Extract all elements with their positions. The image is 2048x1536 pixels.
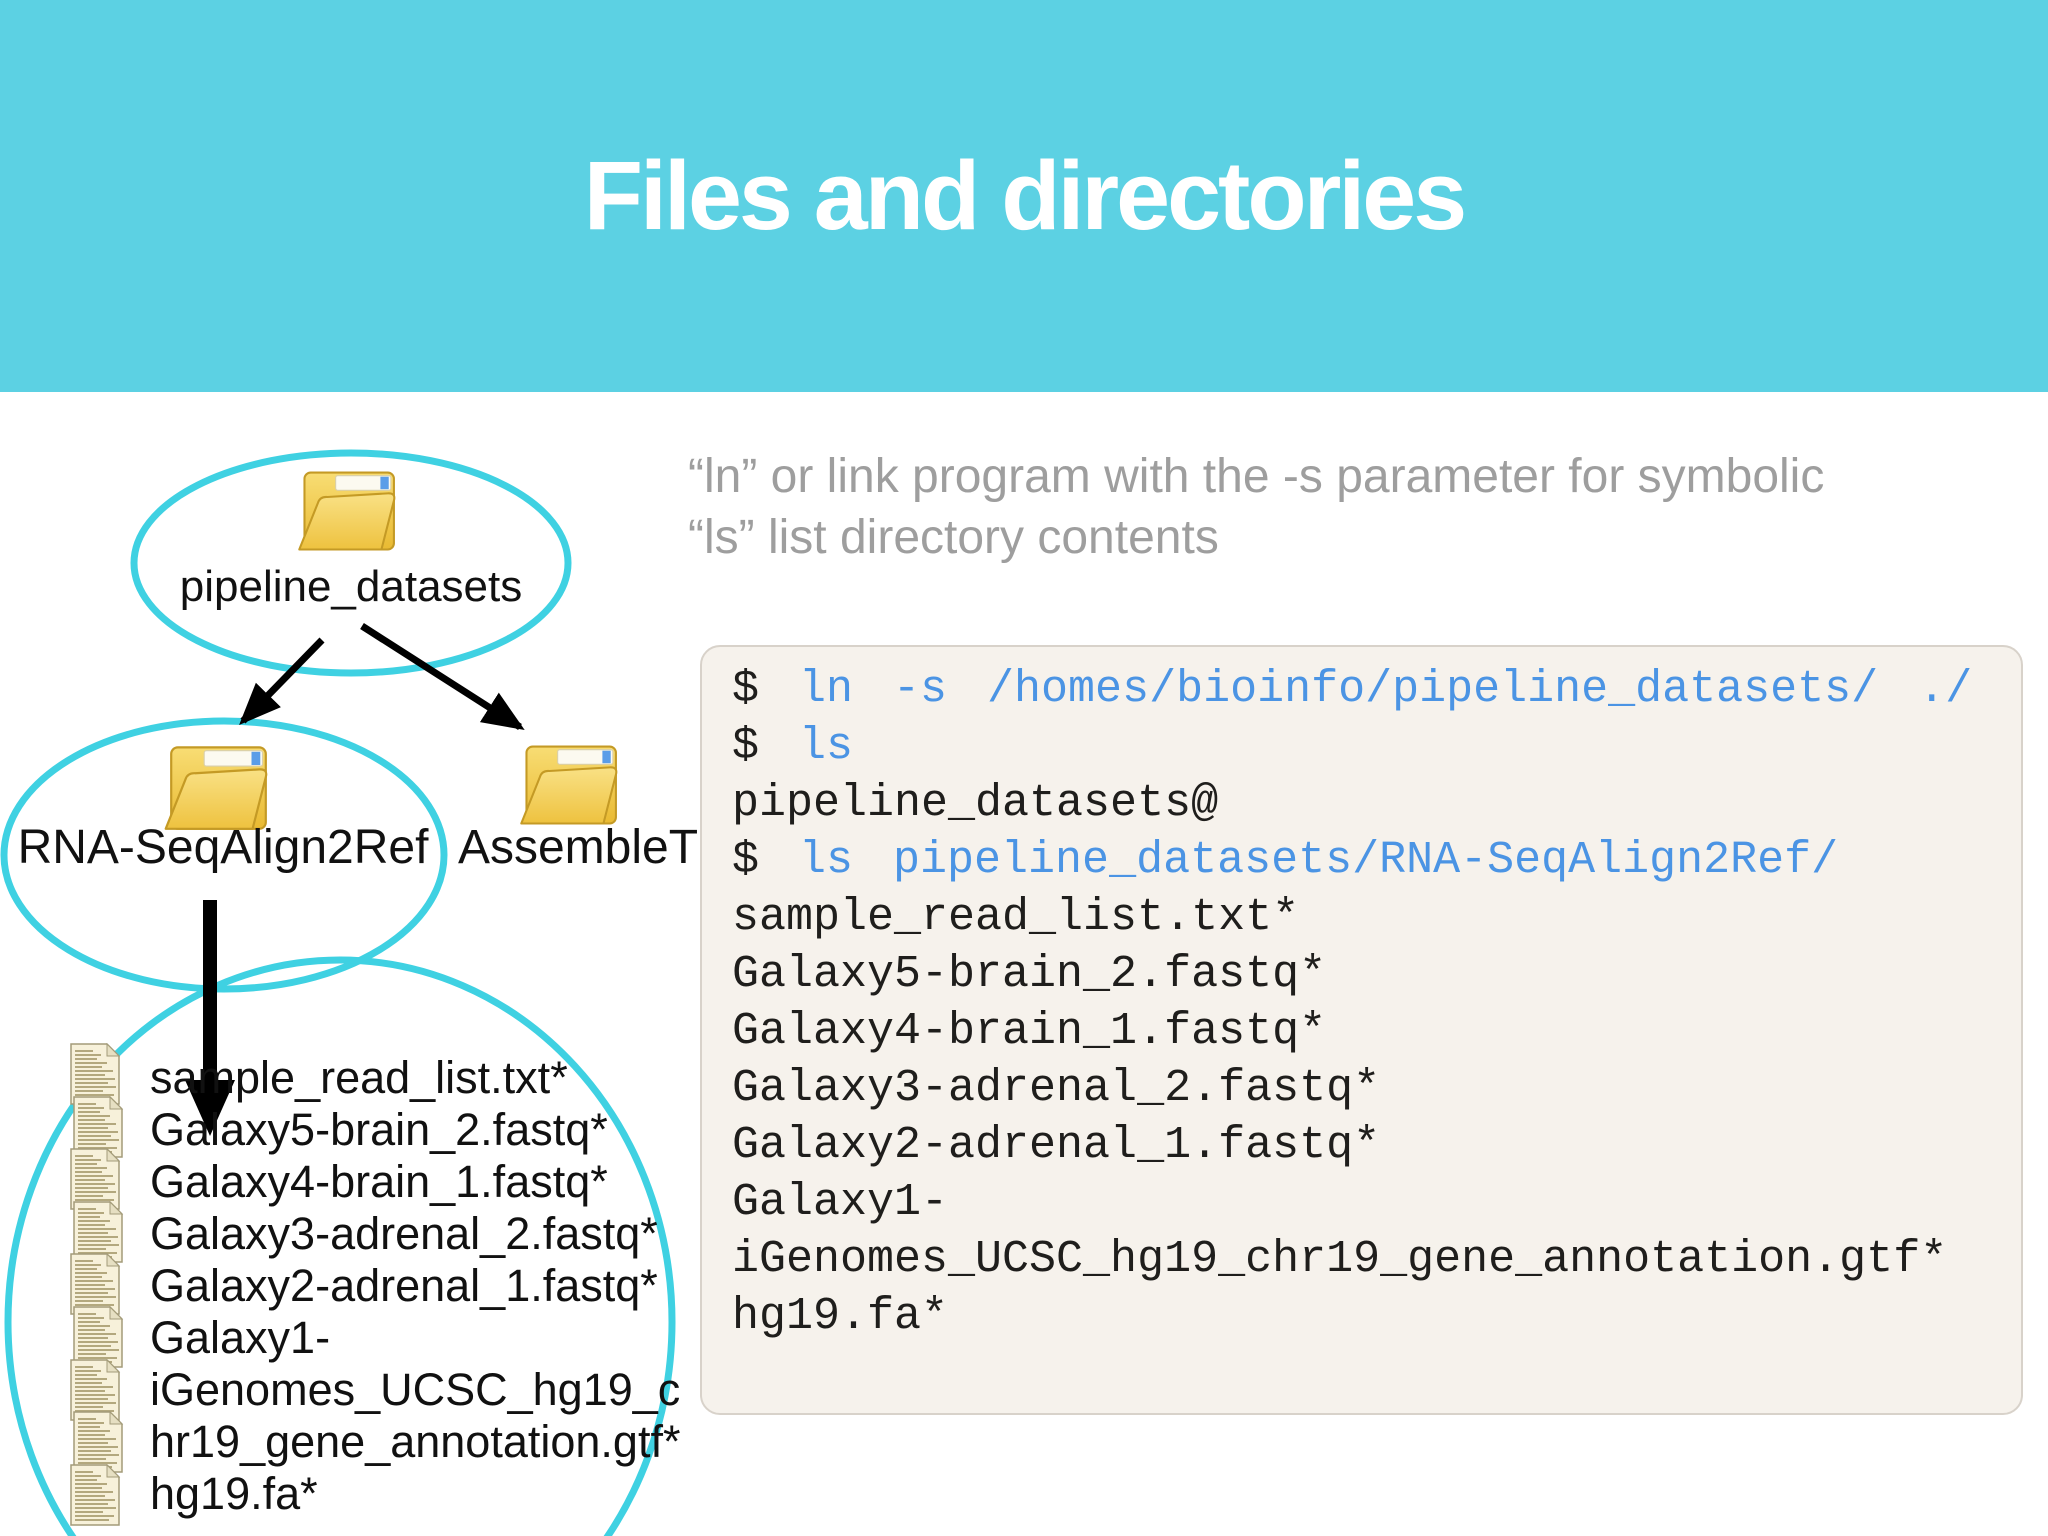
notes-block: “ln” or link program with the -s paramet… — [688, 446, 2038, 568]
file-list-item: sample_read_list.txt* — [150, 1052, 568, 1103]
file-list-item: Galaxy2-adrenal_1.fastq* — [150, 1260, 658, 1311]
file-list-item: Galaxy4-brain_1.fastq* — [150, 1156, 608, 1207]
ellipse-child1 — [0, 717, 448, 993]
ellipse-files — [4, 956, 676, 1536]
label-rna-seqalign2ref: RNA-SeqAlign2Ref — [17, 821, 429, 874]
label-assemblet: AssembleT — [457, 821, 699, 874]
note-line-ln: “ln” or link program with the -s paramet… — [688, 450, 1825, 503]
terminal-line: hg19.fa* — [732, 1291, 949, 1342]
terminal-line: Galaxy5-brain_2.fastq* — [732, 949, 1327, 1000]
terminal-line: pipeline_datasets@ — [732, 778, 1219, 829]
document-icon — [70, 1464, 120, 1526]
terminal-line: $ ls pipeline_datasets/RNA-SeqAlign2Ref/ — [732, 835, 1839, 886]
page-title: Files and directories — [583, 141, 1467, 250]
file-icon-stack — [68, 1043, 128, 1536]
file-list-item: hg19.fa* — [150, 1468, 318, 1519]
file-list-item: hr19_gene_annotation.gtf* — [150, 1416, 681, 1467]
file-list-item: Galaxy5-brain_2.fastq* — [150, 1104, 608, 1155]
note-line-ls: “ls” list directory contents — [688, 511, 1219, 564]
arrow-child1-to-files — [185, 900, 235, 1136]
terminal-line: Galaxy3-adrenal_2.fastq* — [732, 1063, 1381, 1114]
terminal-line: $ ln -s /homes/bioinfo/pipeline_datasets… — [732, 664, 1973, 715]
terminal-line: Galaxy4-brain_1.fastq* — [732, 1006, 1327, 1057]
arrow-root-to-child2 — [360, 623, 525, 731]
arrow-root-to-child1 — [239, 637, 325, 726]
terminal-line: iGenomes_UCSC_hg19_chr19_gene_annotation… — [732, 1234, 1948, 1285]
ellipse-root — [130, 449, 572, 677]
terminal-code-block: $ ln -s /homes/bioinfo/pipeline_datasets… — [700, 645, 2023, 1415]
terminal-line: Galaxy2-adrenal_1.fastq* — [732, 1120, 1381, 1171]
file-name-list: sample_read_list.txt*Galaxy5-brain_2.fas… — [150, 1052, 690, 1520]
label-pipeline-datasets: pipeline_datasets — [179, 562, 523, 611]
folder-icon-root — [298, 471, 396, 551]
terminal-line: sample_read_list.txt* — [732, 892, 1300, 943]
header-band: Files and directories — [0, 0, 2048, 392]
folder-icon-child1 — [164, 746, 268, 830]
terminal-line: Galaxy1- — [732, 1177, 949, 1228]
file-list-item: iGenomes_UCSC_hg19_c — [150, 1364, 681, 1415]
folder-icon-child2 — [520, 745, 618, 825]
file-list-item: Galaxy1- — [150, 1312, 331, 1363]
file-list-item: Galaxy3-adrenal_2.fastq* — [150, 1208, 658, 1259]
terminal-line: $ ls — [732, 721, 854, 772]
